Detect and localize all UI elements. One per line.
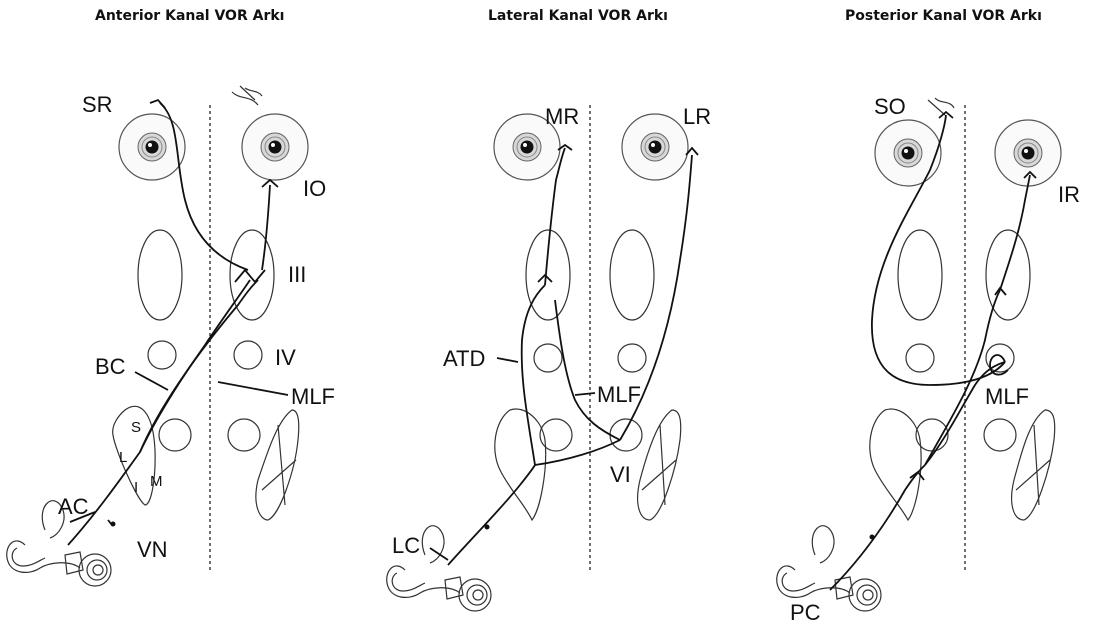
lc-ganglion-dot xyxy=(485,525,490,530)
label-io: IO xyxy=(303,176,326,201)
label-ac: AC xyxy=(58,494,89,519)
label-mlf: MLF xyxy=(985,384,1029,409)
eye-right xyxy=(242,114,308,180)
trochlear-nucleus-left xyxy=(906,344,934,372)
trochlear-nucleus-right xyxy=(234,341,262,369)
ac-ganglion-dot xyxy=(111,522,116,527)
abducens-nucleus-right xyxy=(228,419,260,451)
oculomotor-nucleus-left xyxy=(898,230,942,320)
trochlear-nucleus-right xyxy=(618,344,646,372)
pathway-to-io xyxy=(262,185,270,270)
label-sr: SR xyxy=(82,92,113,117)
panel-lateral: MR LR ATD MLF VI LC xyxy=(387,104,711,611)
label-lc: LC xyxy=(392,533,420,558)
oculomotor-nucleus-left xyxy=(138,230,182,320)
vestibular-nucleus-left xyxy=(870,409,921,520)
vestibular-nucleus-right-divisions xyxy=(642,425,676,505)
label-s: S xyxy=(131,419,141,436)
pathway-ascending xyxy=(925,290,1000,465)
label-mlf: MLF xyxy=(291,384,335,409)
abducens-nucleus-left xyxy=(159,419,191,451)
pathway-mlf xyxy=(555,300,620,440)
pc-ganglion-dot xyxy=(870,535,875,540)
mlf-leader xyxy=(218,382,288,395)
label-vi: VI xyxy=(610,462,631,487)
pathway-pc xyxy=(830,465,925,590)
vestibular-nucleus-right xyxy=(638,410,681,520)
eye-left xyxy=(875,120,941,186)
abducens-nucleus-left xyxy=(540,419,572,451)
bc-leader xyxy=(135,372,168,390)
label-iii: III xyxy=(288,262,306,287)
eye-right xyxy=(622,114,688,180)
label-m: M xyxy=(150,473,163,490)
atd-leader xyxy=(497,358,518,362)
label-pc: PC xyxy=(790,600,821,625)
superior-oblique-stub xyxy=(928,98,954,115)
label-mlf: MLF xyxy=(597,382,641,407)
eye-left xyxy=(119,114,185,180)
label-i: I xyxy=(134,479,138,496)
label-lr: LR xyxy=(683,104,711,129)
lc-leader xyxy=(430,548,448,560)
pathway-to-vi xyxy=(535,440,620,465)
superior-muscle-stub xyxy=(232,86,262,105)
label-atd: ATD xyxy=(443,346,485,371)
label-mr: MR xyxy=(545,104,579,129)
mlf-leader xyxy=(575,393,595,395)
label-iv: IV xyxy=(275,345,296,370)
vestibular-nucleus-right xyxy=(1012,410,1055,520)
vestibular-nucleus-right-divisions xyxy=(1016,425,1050,505)
vestibular-nucleus-right xyxy=(256,410,299,520)
oculomotor-nucleus-right xyxy=(610,230,654,320)
vestibular-nucleus-right-divisions xyxy=(262,425,296,505)
label-bc: BC xyxy=(95,354,126,379)
abducens-nucleus-right xyxy=(984,419,1016,451)
label-l: L xyxy=(119,449,127,466)
trochlear-nucleus-left xyxy=(148,341,176,369)
panel-posterior: SO IR MLF PC xyxy=(777,94,1080,625)
eye-right xyxy=(995,120,1061,186)
abducens-nucleus-right xyxy=(610,419,642,451)
pathway-to-sr xyxy=(160,103,248,270)
panel-anterior: SR IO III IV BC MLF S L M I AC VN xyxy=(7,86,335,586)
iii-terminal xyxy=(995,288,1006,295)
label-vn: VN xyxy=(137,537,168,562)
pathway-lc xyxy=(448,465,535,565)
label-so: SO xyxy=(874,94,906,119)
pathway-atd xyxy=(522,285,545,465)
label-ir: IR xyxy=(1058,182,1080,207)
inner-ear-left xyxy=(777,526,881,611)
trochlear-nucleus-left xyxy=(534,344,562,372)
